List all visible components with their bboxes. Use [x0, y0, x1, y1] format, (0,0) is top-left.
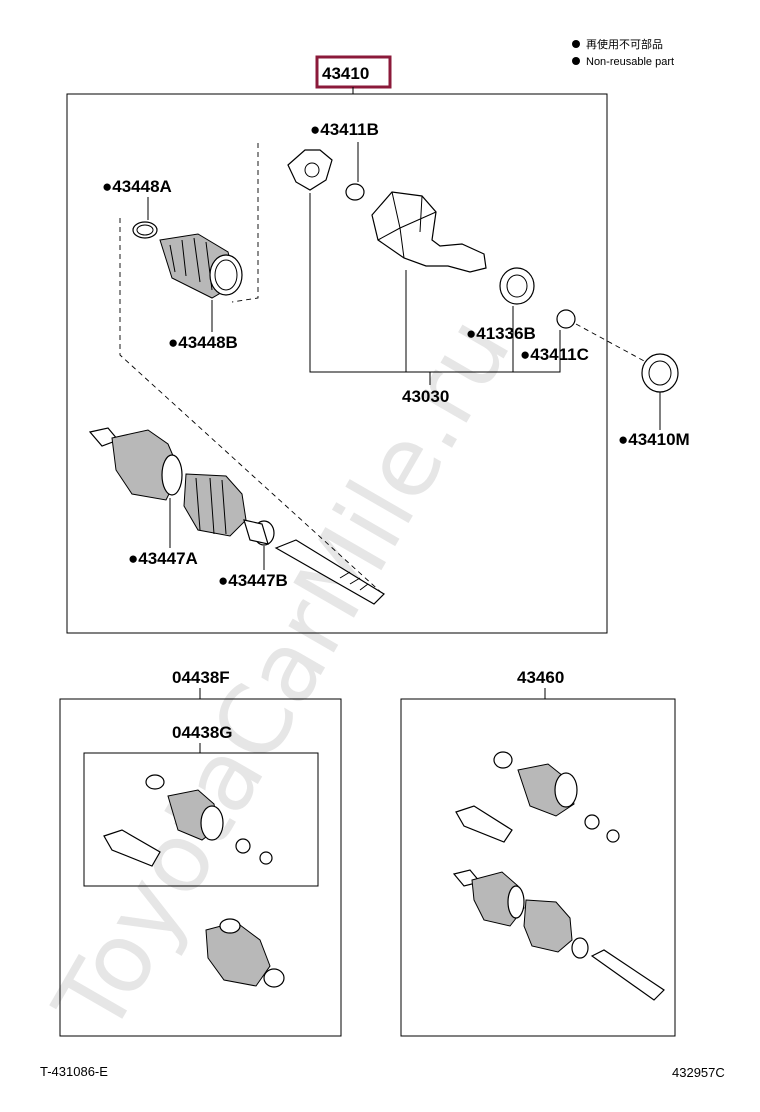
bullet-icon [572, 40, 580, 48]
boot-clamp-small[interactable] [263, 968, 285, 988]
part-label-43448B[interactable]: ●43448B [168, 333, 238, 352]
tripod-hub [304, 162, 320, 178]
clamp-inner [136, 224, 154, 236]
tripod-group [287, 149, 365, 201]
snap-ring[interactable] [584, 814, 600, 830]
bracket-43030 [309, 193, 561, 373]
kit-number-04438G[interactable]: 04438G [172, 723, 233, 742]
assembly-number-43410[interactable]: 43410 [322, 64, 369, 83]
boot-clamp-large[interactable] [507, 885, 525, 919]
boot-clamp-large[interactable] [200, 805, 224, 841]
grease-tube[interactable] [103, 829, 161, 867]
boot-clamp-small[interactable] [132, 221, 158, 239]
boot-folds [169, 237, 213, 291]
drive-shaft[interactable] [274, 539, 385, 605]
inner-boot-group [132, 221, 243, 299]
kit-number-43460[interactable]: 43460 [517, 668, 564, 687]
part-label-43030[interactable]: 43030 [402, 387, 449, 406]
snap-ring[interactable] [556, 309, 576, 329]
kit-43460-frame [400, 698, 676, 1037]
tripod-joint[interactable] [287, 149, 333, 191]
part-label-41336B[interactable]: ●41336B [466, 324, 536, 343]
boot-clamp-small[interactable] [571, 937, 589, 959]
legend-line-2: Non-reusable part [586, 56, 674, 68]
part-label-43447A[interactable]: ●43447A [128, 549, 198, 568]
legend-line-1: 再使用不可部品 [586, 37, 663, 51]
kit-04438F-outer-boot [205, 918, 285, 988]
snap-ring[interactable] [259, 851, 273, 865]
boot-clamp-large[interactable] [554, 772, 578, 808]
kit-number-04438F[interactable]: 04438F [172, 668, 230, 687]
drive-shaft[interactable] [590, 949, 665, 1001]
footer-left-code: T-431086-E [40, 1064, 108, 1079]
shaft-splines [339, 571, 369, 591]
inboard-joint-housing[interactable] [371, 191, 487, 273]
dashed-guide [575, 323, 647, 363]
snap-ring[interactable] [345, 183, 365, 201]
outer-boot[interactable] [205, 921, 271, 987]
kit-04438G-contents [103, 774, 273, 867]
kit-43460-contents [452, 751, 665, 1001]
part-label-43410M[interactable]: ●43410M [618, 430, 690, 449]
part-label-43411B[interactable]: ●43411B [310, 120, 379, 139]
bullet-icon [572, 57, 580, 65]
kit-04438F-frame [59, 698, 342, 1037]
part-label-43447B[interactable]: ●43447B [218, 571, 288, 590]
part-label-43448A[interactable]: ●43448A [102, 177, 172, 196]
grease-tube[interactable] [455, 805, 513, 843]
main-assembly-frame [66, 93, 608, 634]
oil-seal[interactable] [499, 267, 535, 305]
outer-boot[interactable] [523, 899, 573, 953]
snap-ring[interactable] [606, 829, 620, 843]
boot-clamp-large[interactable] [161, 454, 183, 496]
inboard-housing-group [371, 191, 576, 329]
boot-folds [195, 477, 227, 535]
seal-inner [648, 360, 672, 386]
outboard-shaft-group [88, 427, 385, 605]
kit-04438G-frame [83, 752, 319, 887]
boot-clamp-small[interactable] [145, 774, 165, 790]
dust-seal[interactable] [641, 353, 679, 393]
boot-clamp-large[interactable] [219, 918, 241, 934]
seal-inner [506, 274, 528, 298]
dashed-guide [119, 218, 385, 596]
outer-boot[interactable] [183, 473, 247, 537]
part-label-43411C[interactable]: ●43411C [520, 345, 589, 364]
snap-ring[interactable] [235, 838, 251, 854]
housing-edges [377, 191, 437, 259]
legend: 再使用不可部品 Non-reusable part [572, 37, 674, 68]
watermark: ToyotaCarMile.ru [32, 299, 532, 1053]
footer-right-code: 432957C [672, 1065, 725, 1080]
boot-clamp-small[interactable] [493, 751, 513, 769]
dashed-guide [231, 143, 259, 303]
boot-end [243, 519, 269, 545]
clamp-inner [214, 259, 238, 291]
